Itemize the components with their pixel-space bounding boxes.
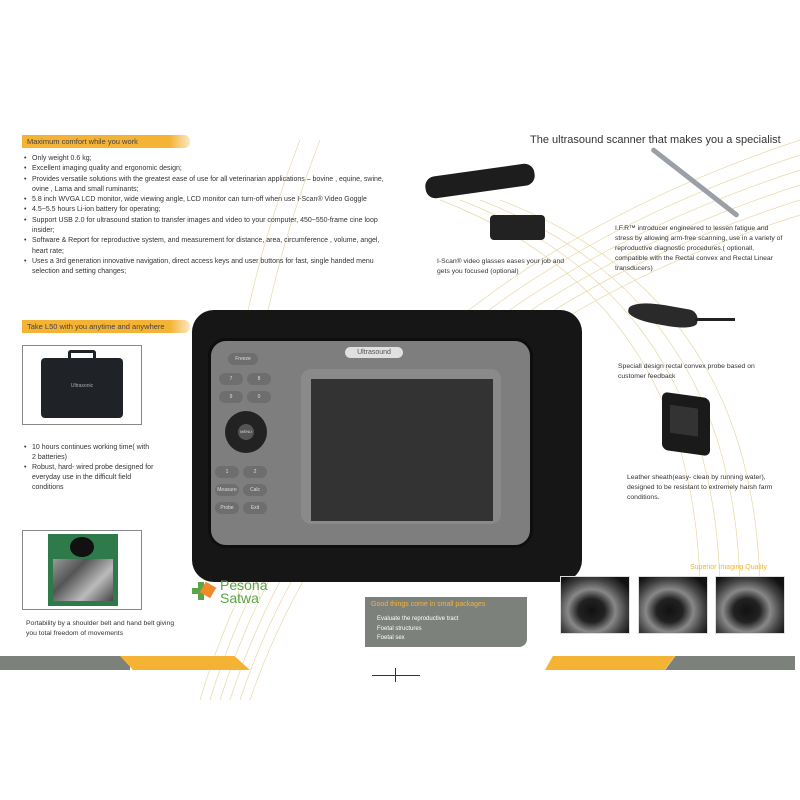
portable-feature-list: 10 hours continues working time( with 2 … (24, 443, 154, 493)
probe-caption: Speciall design rectal convex probe base… (618, 363, 755, 380)
list-item: Evaluate the reproductive tract (377, 616, 459, 622)
footer-stripe-orange-right (545, 656, 675, 670)
packages-box: Good things come in small packages Evalu… (365, 597, 527, 647)
footer-stripe-orange-left (120, 656, 250, 670)
introducer-caption: I.F.R™ introducer engineered to lessen f… (615, 225, 783, 272)
calc-key: Calc (243, 484, 267, 496)
list-item: 4.5~5.5 hours Li-ion battery for operati… (24, 205, 394, 216)
exit-key: Exit (243, 502, 267, 514)
list-item: 5.8 inch WVGA LCD monitor, wide viewing … (24, 195, 394, 206)
probe-key: Probe (215, 502, 239, 514)
footer-stripe-grey-right (665, 656, 795, 670)
shoulder-belt-image (22, 530, 142, 610)
list-item: 10 hours continues working time( with 2 … (24, 443, 154, 463)
list-item: Foetal sex (377, 635, 405, 641)
freeze-key: Freeze (228, 353, 258, 365)
crop-mark (395, 668, 396, 682)
ultrasound-scan-image (715, 576, 785, 634)
key-8: 8 (247, 373, 271, 385)
case-label: Ultrasonic (70, 383, 94, 389)
video-goggles-image (420, 160, 560, 245)
crop-mark (372, 675, 420, 676)
device-brand-label: Ultrasound (345, 347, 403, 358)
belt-caption: Portability by a shoulder belt and hand … (26, 620, 175, 637)
packages-list: Evaluate the reproductive tract Foetal s… (377, 615, 458, 644)
pesona-satwa-logo: Pesona Satwa (190, 577, 290, 610)
imaging-heading: Superior Imaging Quality (690, 564, 768, 571)
list-item: Excellent imaging quality and ergonomic … (24, 164, 394, 175)
menu-key: MENU (238, 424, 254, 440)
goggles-caption: I-Scan® video glasses eases your job and… (437, 258, 565, 275)
measure-key: Measure (215, 484, 239, 496)
packages-heading: Good things come in small packages (371, 601, 486, 608)
navigation-pad: MENU (225, 411, 267, 453)
logo-line2: Satwa (220, 590, 259, 606)
list-item: Provides versatile solutions with the gr… (24, 175, 394, 196)
key-1: 1 (215, 466, 239, 478)
list-item: Support USB 2.0 for ultrasound station t… (24, 216, 394, 237)
key-0: 0 (247, 391, 271, 403)
ultrasound-scan-image (560, 576, 630, 634)
ultrasound-scan-image (638, 576, 708, 634)
list-item: Uses a 3rd generation innovative navigat… (24, 257, 394, 278)
sheath-caption: Leather sheath(easy- clean by running wa… (627, 474, 773, 501)
key-9: 9 (219, 391, 243, 403)
list-item: Only weight 0.6 kg; (24, 154, 394, 165)
key-7: 7 (219, 373, 243, 385)
list-item: Foetal structures (377, 625, 422, 632)
carry-case-image: Ultrasonic (22, 345, 142, 425)
list-item: Robust, hard- wired probe designed for e… (24, 463, 154, 493)
footer-stripe-grey-left (0, 656, 130, 670)
leather-sheath-image (662, 391, 710, 457)
logo-line1: Pesona (220, 577, 268, 593)
probe-cable (695, 318, 735, 321)
key-2: 2 (243, 466, 267, 478)
ultrasound-device-image: Ultrasound Freeze 7 8 9 0 MENU 1 2 Measu… (192, 310, 582, 582)
page-headline: The ultrasound scanner that makes you a … (530, 134, 781, 146)
list-item: Software & Report for reproductive syste… (24, 236, 394, 257)
comfort-feature-list: Only weight 0.6 kg; Excellent imaging qu… (24, 154, 394, 278)
device-screen (311, 379, 493, 521)
comfort-heading: Maximum comfort while you work (22, 135, 190, 148)
portable-heading: Take L50 with you anytime and anywhere (22, 320, 190, 333)
